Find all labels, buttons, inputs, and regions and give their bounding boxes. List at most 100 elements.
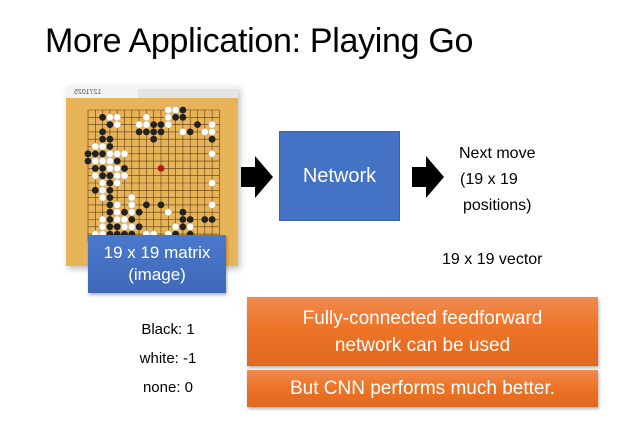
white-stone xyxy=(113,172,121,180)
white-stone xyxy=(164,106,172,114)
white-stone xyxy=(91,157,99,165)
black-stone xyxy=(106,194,114,201)
white-stone xyxy=(164,208,172,216)
white-stone xyxy=(164,121,172,129)
output-line3: positions) xyxy=(463,197,532,214)
fc-note-line1: Fully-connected feedforward xyxy=(302,307,543,329)
input-label-line1: 19 x 19 matrix xyxy=(103,243,211,262)
white-stone xyxy=(106,113,114,121)
black-stone xyxy=(99,172,106,180)
black-stone xyxy=(91,186,99,194)
black-stone xyxy=(135,128,143,136)
black-stone xyxy=(179,216,187,223)
black-stone xyxy=(135,223,143,231)
black-stone xyxy=(91,150,99,158)
board-toolbar xyxy=(138,89,238,98)
white-stone xyxy=(106,150,114,158)
white-stone xyxy=(106,164,114,173)
white-stone xyxy=(208,128,216,136)
black-stone xyxy=(201,216,209,223)
white-stone xyxy=(186,223,194,231)
black-stone xyxy=(179,208,187,216)
output-line2: (19 x 19 xyxy=(460,171,518,188)
arrow-right-icon xyxy=(241,156,273,198)
white-stone xyxy=(91,142,99,151)
black-stone xyxy=(128,216,136,223)
white-stone xyxy=(113,208,121,216)
white-stone xyxy=(98,157,107,165)
fc-note-line2: network can be used xyxy=(334,334,511,356)
black-stone xyxy=(106,208,114,216)
cnn-note-box: But CNN performs much better. xyxy=(247,370,598,407)
black-stone xyxy=(135,208,143,216)
black-stone xyxy=(194,121,201,128)
black-stone xyxy=(99,128,106,136)
black-stone xyxy=(172,113,179,121)
black-stone xyxy=(106,143,114,150)
black-stone xyxy=(106,179,114,187)
white-stone xyxy=(142,113,151,121)
black-stone xyxy=(121,165,128,172)
black-stone xyxy=(106,186,114,194)
black-stone xyxy=(157,121,165,128)
output-line1: Next move xyxy=(459,145,536,162)
white-stone xyxy=(113,201,121,209)
white-stone xyxy=(113,113,121,121)
encoding-none: none: 0 xyxy=(142,379,194,396)
black-stone xyxy=(208,216,216,223)
white-stone xyxy=(164,113,172,121)
black-stone xyxy=(150,121,158,128)
input-matrix-label: 19 x 19 matrix (image) xyxy=(88,235,226,293)
white-stone xyxy=(208,201,216,209)
black-stone xyxy=(106,172,114,180)
black-stone xyxy=(186,216,194,223)
white-stone xyxy=(113,179,121,187)
white-stone xyxy=(128,223,136,231)
white-stone xyxy=(120,150,129,158)
black-stone xyxy=(99,135,106,143)
black-stone xyxy=(106,216,114,223)
white-stone xyxy=(135,121,143,129)
white-stone xyxy=(208,150,216,158)
black-stone xyxy=(143,201,150,209)
black-stone xyxy=(186,128,194,136)
black-stone xyxy=(157,128,165,136)
black-stone xyxy=(121,208,128,216)
black-stone xyxy=(208,135,216,143)
white-stone xyxy=(91,172,99,180)
encoding-black: Black: 1 xyxy=(141,321,195,338)
black-stone xyxy=(106,201,114,209)
black-stone xyxy=(179,106,187,114)
black-stone xyxy=(179,223,187,231)
white-stone xyxy=(120,215,129,224)
white-stone xyxy=(113,150,121,158)
white-stone xyxy=(201,128,209,136)
black-stone xyxy=(99,165,106,172)
white-stone xyxy=(113,121,121,129)
black-stone xyxy=(113,157,121,165)
output-description: Next move (19 x 19 positions) xyxy=(459,141,535,219)
white-stone xyxy=(98,215,107,224)
arrow-right-icon xyxy=(412,156,444,198)
fc-note-box: Fully-connected feedforward network can … xyxy=(247,297,598,366)
white-stone xyxy=(98,223,107,231)
black-stone xyxy=(113,223,121,231)
black-stone xyxy=(106,223,114,231)
white-stone xyxy=(113,215,121,224)
output-vector-label: 19 x 19 vector xyxy=(442,251,543,268)
network-box: Network xyxy=(279,131,400,221)
white-stone xyxy=(128,193,136,202)
black-stone xyxy=(99,113,106,121)
white-stone xyxy=(98,142,107,151)
white-stone xyxy=(142,121,151,129)
black-stone xyxy=(106,135,114,143)
black-stone xyxy=(84,150,92,158)
black-stone xyxy=(150,128,158,136)
black-stone xyxy=(143,128,150,136)
black-stone xyxy=(99,150,106,158)
black-stone xyxy=(91,165,99,172)
white-stone xyxy=(98,179,107,187)
white-stone xyxy=(128,208,136,216)
white-stone xyxy=(171,106,180,114)
black-stone xyxy=(150,135,158,143)
